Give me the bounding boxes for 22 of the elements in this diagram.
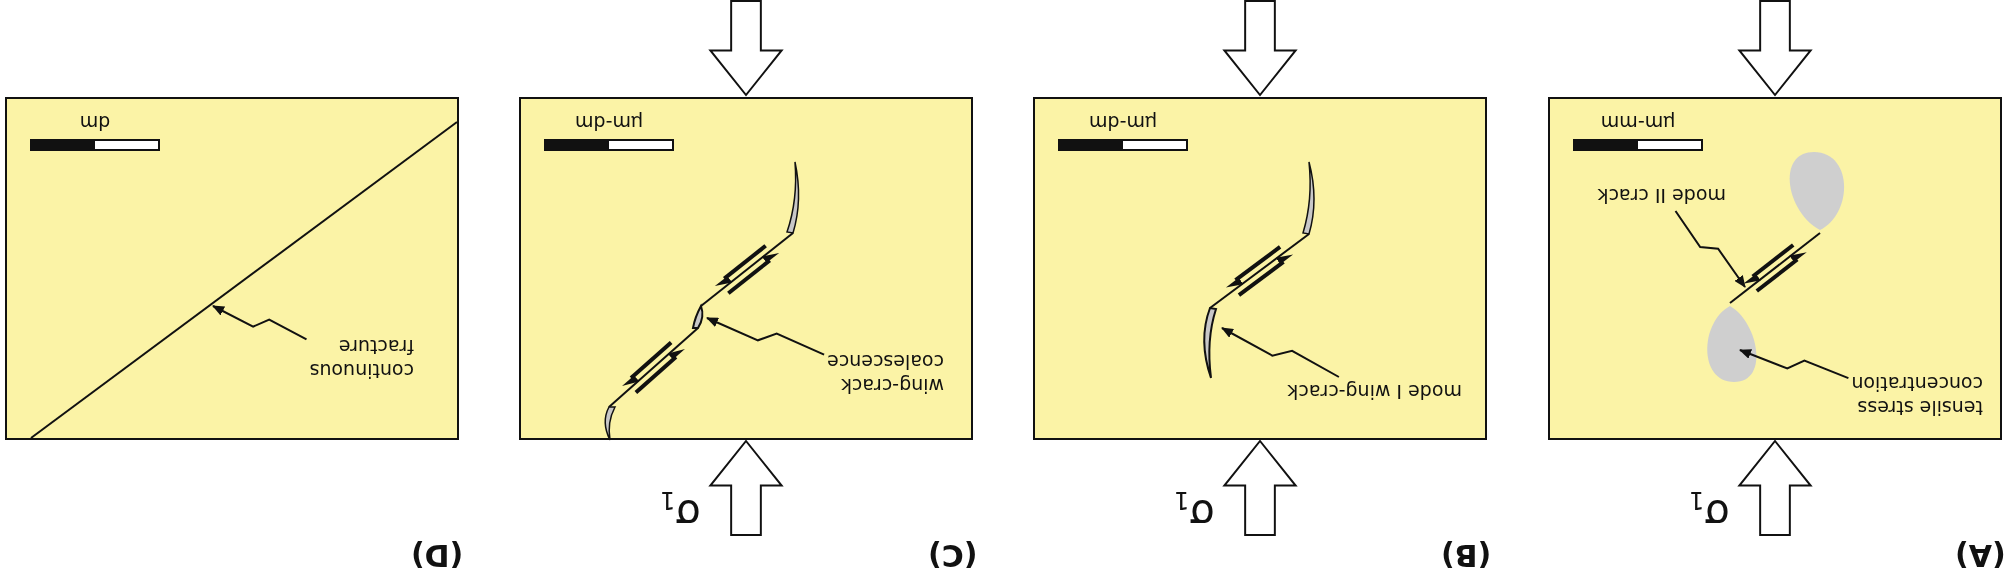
panel-label: (A) xyxy=(1955,538,2006,572)
annotation-text: wing-crack coalescence xyxy=(794,350,944,398)
annotation-text: mode II crack xyxy=(1556,184,1726,208)
stress-concentration-lobe xyxy=(1707,306,1757,382)
scale-label: μm-dm xyxy=(1088,112,1158,134)
annotation-text: continuous fracture xyxy=(274,335,414,383)
leader-line xyxy=(212,305,308,341)
crack-line xyxy=(692,305,704,329)
scale-label: μm-mm xyxy=(1599,112,1677,134)
scale-label: dm xyxy=(78,112,112,134)
panel-label: (C) xyxy=(927,538,977,572)
leader-line xyxy=(1739,349,1850,380)
panel-label: (B) xyxy=(1440,538,1491,572)
crack-line xyxy=(1729,232,1821,304)
crack-line xyxy=(1203,307,1217,379)
leader-line xyxy=(1674,210,1746,288)
leader-line xyxy=(706,317,826,356)
panel-label: (D) xyxy=(410,538,463,572)
annotation-text: tensile stress concentration xyxy=(1818,372,1983,420)
annotation-text: mode I wing-crack xyxy=(1232,380,1462,404)
scale-label: μm-dm xyxy=(574,112,644,134)
leader-line xyxy=(1221,327,1340,378)
